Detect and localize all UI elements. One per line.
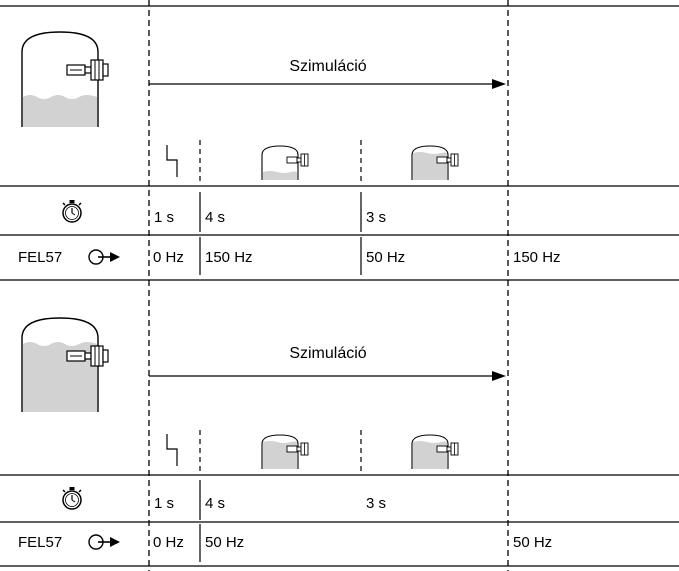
- panel-2: Szimuláció 1 s 4 s 3 s FEL57 0 Hz 50 Hz …: [0, 317, 679, 567]
- stage-tank-partial: [261, 145, 309, 180]
- main-tank-partial: [21, 31, 109, 127]
- panel-1: Szimuláció 1 s 4 s 3 s FEL57 0 Hz 150: [0, 5, 679, 281]
- frequency-2: 150 Hz: [205, 249, 253, 266]
- simulation-label: Szimuláció: [289, 345, 366, 362]
- device-label: FEL57: [18, 534, 62, 551]
- step-signal-icon: [166, 145, 178, 177]
- duration-2: 4 s: [205, 209, 225, 226]
- signal-output-icon: [88, 534, 121, 550]
- stage-tank-full: [411, 145, 459, 180]
- stage-tank-full: [261, 434, 309, 469]
- stopwatch-icon: [62, 199, 82, 223]
- frequency-1: 0 Hz: [153, 249, 184, 266]
- frequency-3: 50 Hz: [366, 249, 405, 266]
- duration-2: 4 s: [205, 495, 225, 512]
- duration-3: 3 s: [366, 209, 386, 226]
- signal-output-icon: [88, 249, 121, 265]
- duration-3: 3 s: [366, 495, 386, 512]
- stage-tank-full: [411, 434, 459, 469]
- frequency-3: 50 Hz: [513, 534, 552, 551]
- stopwatch-icon: [62, 486, 82, 510]
- step-signal-icon: [166, 434, 178, 466]
- frequency-2: 50 Hz: [205, 534, 244, 551]
- device-label: FEL57: [18, 249, 62, 266]
- duration-1: 1 s: [154, 209, 174, 226]
- frequency-4: 150 Hz: [513, 249, 561, 266]
- main-tank-full: [21, 317, 109, 412]
- frequency-1: 0 Hz: [153, 534, 184, 551]
- simulation-label: Szimuláció: [289, 58, 366, 75]
- duration-1: 1 s: [154, 495, 174, 512]
